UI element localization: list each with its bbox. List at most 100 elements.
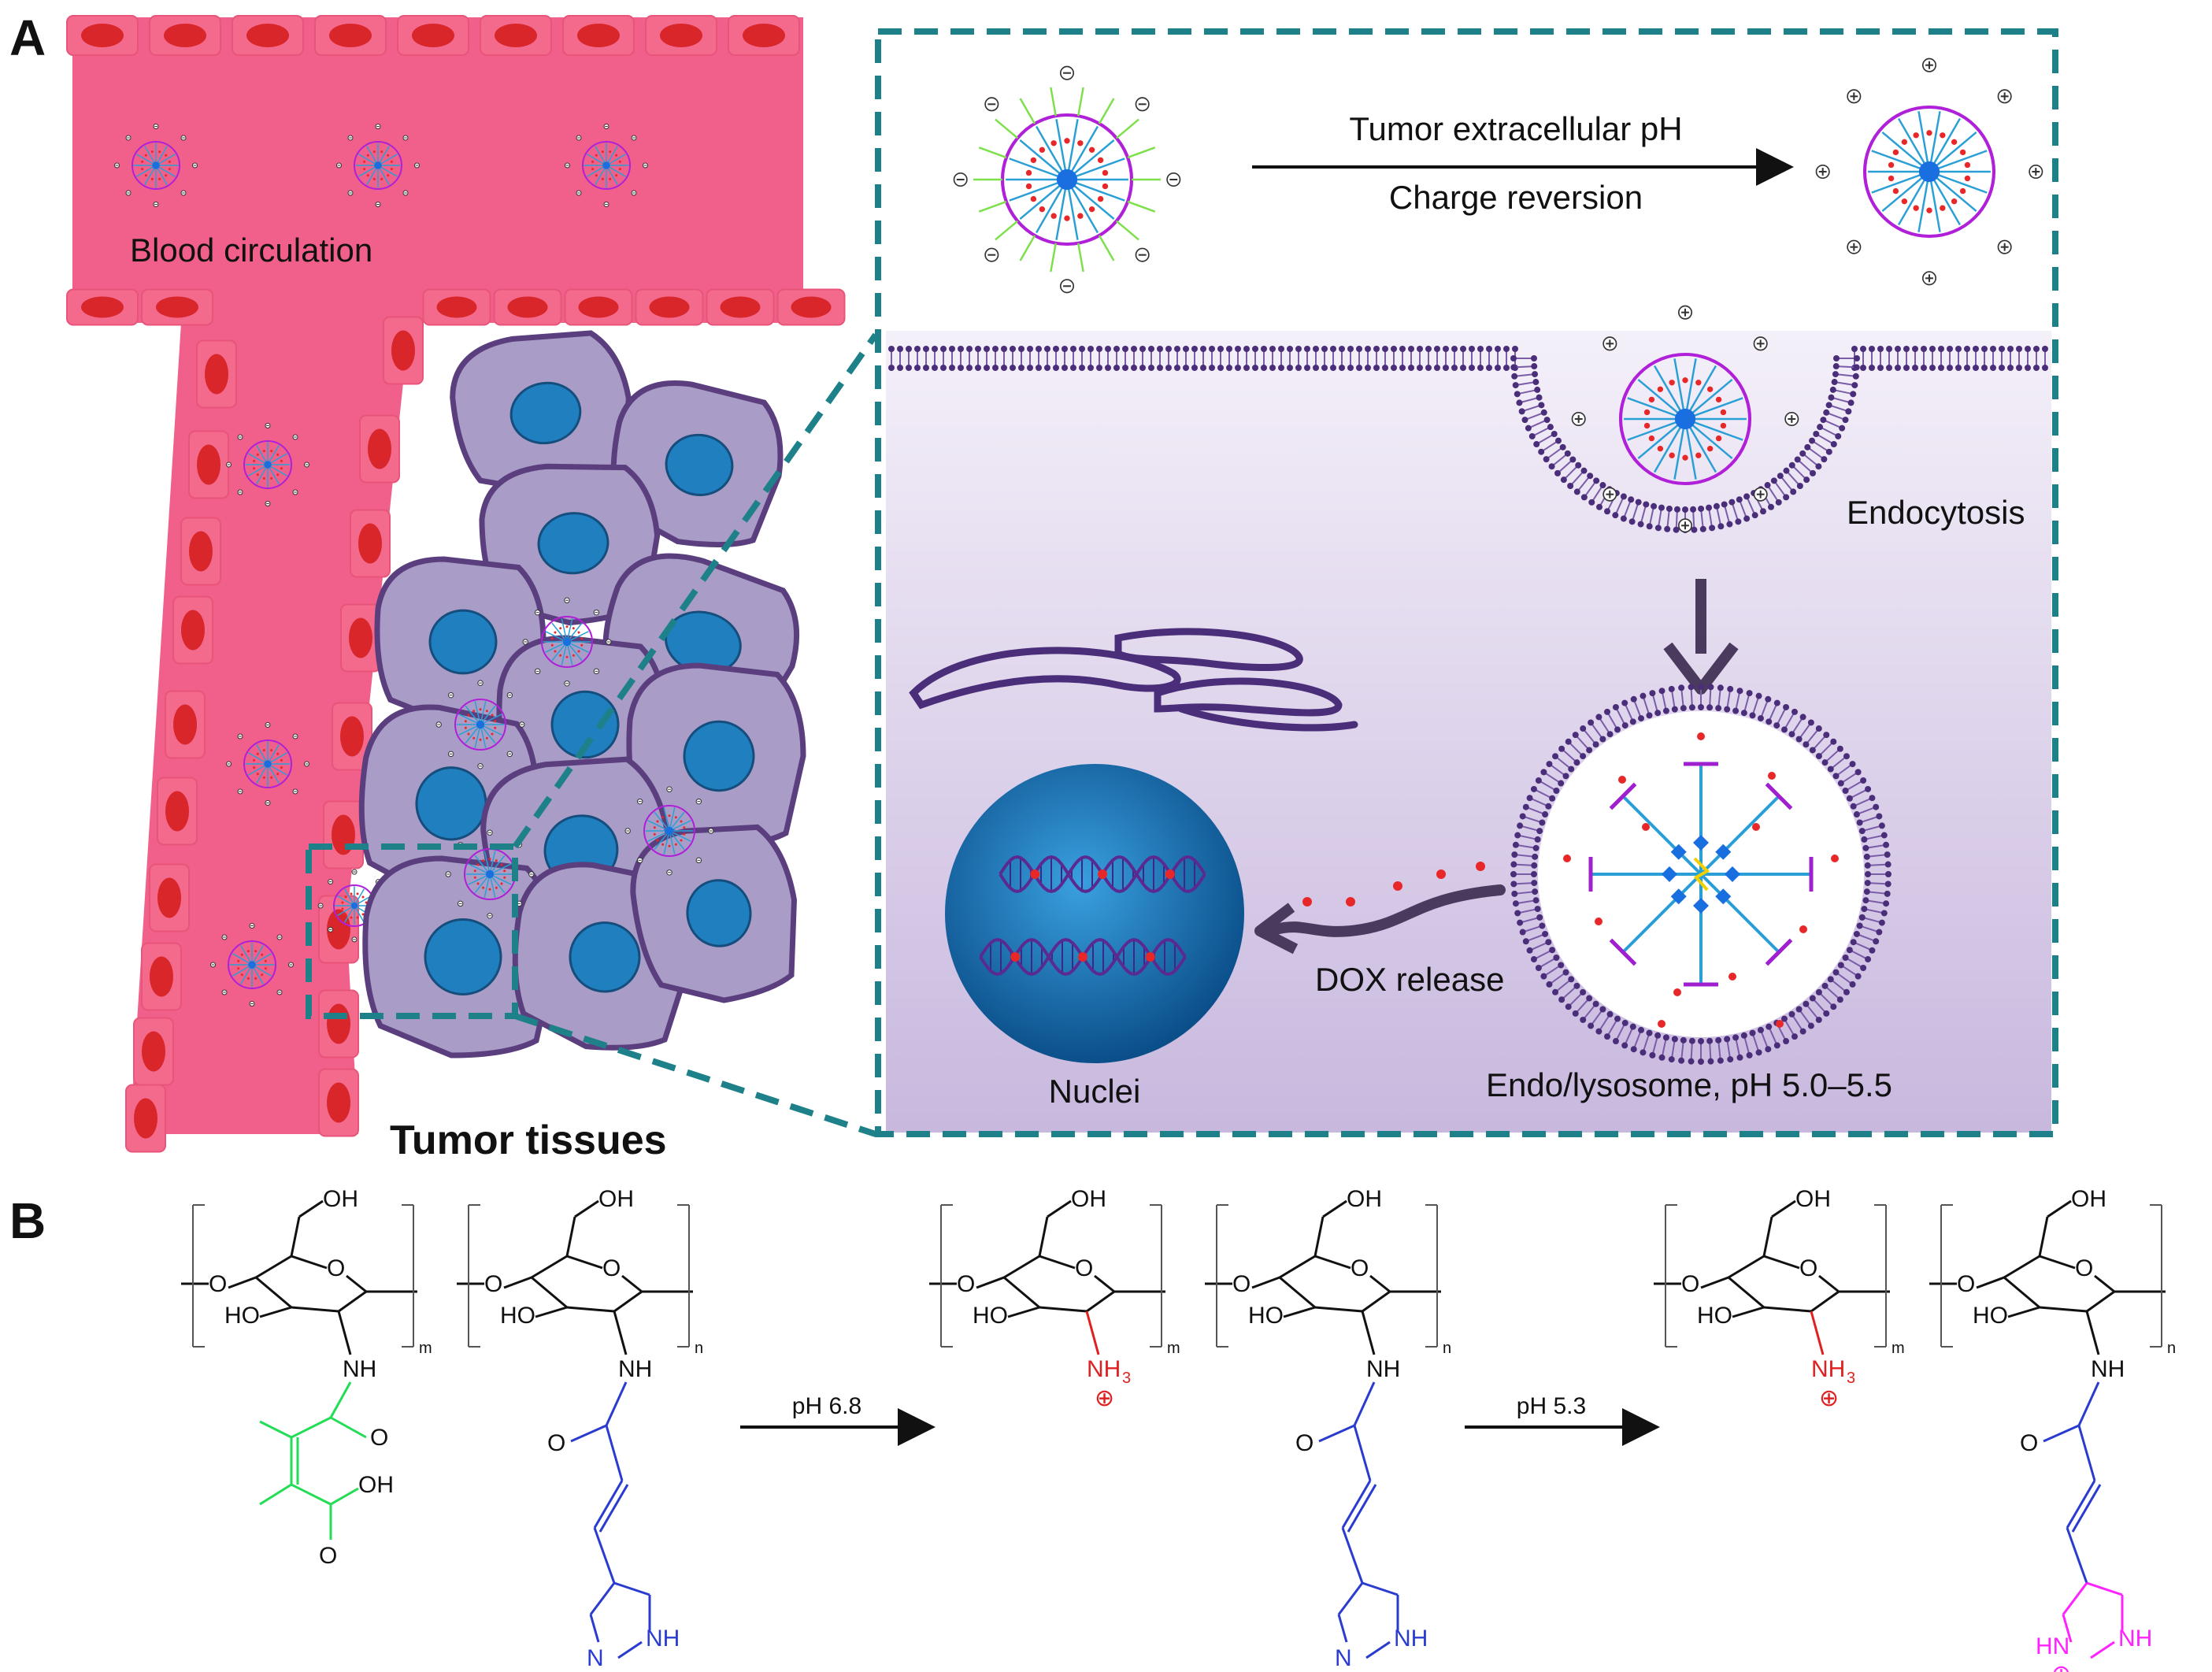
drug-dot xyxy=(591,168,595,171)
lipid-tail xyxy=(1820,993,1832,1006)
shell-fragment xyxy=(1765,782,1793,810)
bond xyxy=(2062,1614,2073,1643)
lipid-tail xyxy=(1571,472,1584,485)
drug-dot xyxy=(1926,207,1932,213)
ring-n: N xyxy=(587,1645,604,1671)
lipid-head xyxy=(1699,525,1706,532)
peg-chain xyxy=(1116,220,1139,241)
lipid-head xyxy=(1847,399,1854,406)
micelle-shell xyxy=(454,699,506,751)
lipid-head xyxy=(1815,753,1822,760)
lipid-tail xyxy=(1680,690,1684,706)
lipid-head xyxy=(1856,819,1863,826)
lipid-tail xyxy=(1624,501,1632,517)
lipid-tail xyxy=(1774,482,1786,496)
atom-oh: OH xyxy=(1071,1186,1106,1212)
lipid-head xyxy=(1554,437,1562,444)
atom-o: O xyxy=(209,1271,227,1297)
lipid-tail xyxy=(1625,1029,1633,1044)
drug-dot xyxy=(270,476,273,480)
drug-dot xyxy=(253,758,256,762)
bond xyxy=(613,1311,628,1355)
drug-dot xyxy=(656,839,659,842)
lipid-head xyxy=(1773,722,1780,729)
drug-dot xyxy=(366,154,369,157)
lipid-head xyxy=(1547,424,1554,431)
lipid-head xyxy=(1382,365,1388,371)
bond xyxy=(1314,1306,1363,1313)
lipid-head xyxy=(1539,819,1546,826)
lipid-head xyxy=(1148,346,1154,352)
lipid-head xyxy=(1743,515,1751,522)
lipid-head xyxy=(1860,777,1867,784)
lipid-head xyxy=(1503,365,1510,371)
lipid-tail xyxy=(1837,373,1854,377)
np-in-endosome xyxy=(1571,305,1799,533)
drug-dot xyxy=(372,150,376,154)
lipid-head xyxy=(1595,1028,1602,1035)
bond xyxy=(1314,1255,1351,1270)
lipid-head xyxy=(1531,862,1538,869)
lipid-head xyxy=(1728,499,1736,506)
lipid-head xyxy=(1759,508,1766,515)
lipid-head xyxy=(958,346,964,352)
lipid-head xyxy=(1365,365,1371,371)
drug-dot xyxy=(356,916,359,919)
bond xyxy=(1365,1640,1391,1659)
bond xyxy=(255,1255,292,1279)
bond xyxy=(259,1483,292,1506)
lipid-head xyxy=(1668,685,1675,692)
lipid-head xyxy=(1837,962,1844,969)
drug-dot xyxy=(491,714,494,717)
lipid-head xyxy=(1209,346,1215,352)
bond xyxy=(290,1216,301,1257)
lipid-head xyxy=(1269,346,1276,352)
drug-dot xyxy=(141,168,144,171)
lipid-head xyxy=(1740,710,1747,717)
atom-oh: OH xyxy=(598,1186,634,1212)
lipid-tail xyxy=(1862,925,1877,932)
lipid-head xyxy=(2025,346,2031,352)
lipid-head xyxy=(1534,906,1541,913)
lipid-head xyxy=(1823,732,1830,739)
drug-dot xyxy=(1926,130,1932,136)
lipid-head xyxy=(1851,346,1858,352)
lipid-head xyxy=(1131,346,1137,352)
lipid-head xyxy=(1573,488,1580,495)
lipid-head xyxy=(1580,725,1587,732)
drug-dot xyxy=(168,160,171,163)
lipid-head xyxy=(1588,499,1595,506)
lipid-tail xyxy=(1838,365,1854,369)
drug-dot xyxy=(387,154,390,157)
drug-dot xyxy=(683,826,686,829)
lipid-head xyxy=(1567,483,1574,490)
lipid-head xyxy=(1795,1006,1803,1013)
red-blood-cell xyxy=(660,24,702,47)
red-blood-cells xyxy=(66,15,846,1153)
lipid-head xyxy=(1495,365,1501,371)
drug-dot xyxy=(464,726,467,729)
polymer-unit xyxy=(1715,888,1732,905)
lipid-head xyxy=(1630,1046,1637,1053)
lipid-head xyxy=(1217,365,1224,371)
lipid-head xyxy=(1062,365,1068,371)
micelle-core xyxy=(485,869,495,879)
atom-o: O xyxy=(2020,1430,2038,1456)
lipid-tail xyxy=(1528,934,1543,942)
lipid-tail xyxy=(1692,511,1695,528)
lipid-head xyxy=(1803,1000,1810,1007)
lipid-tail xyxy=(1724,506,1730,522)
lipid-head xyxy=(1815,725,1822,732)
lipid-head xyxy=(1580,494,1588,501)
lipid-tail xyxy=(1658,510,1662,526)
lipid-tail xyxy=(1526,412,1543,420)
ring-nh: NH xyxy=(646,1626,680,1652)
lipid-head xyxy=(1087,365,1094,371)
bond xyxy=(1728,1255,1765,1279)
drug-dot xyxy=(387,174,390,177)
lipid-head xyxy=(1526,795,1533,802)
lipid-head xyxy=(1846,947,1853,954)
drug-dot xyxy=(1940,205,1946,211)
lipid-head xyxy=(1580,753,1587,760)
lipid-tail xyxy=(1558,460,1572,473)
